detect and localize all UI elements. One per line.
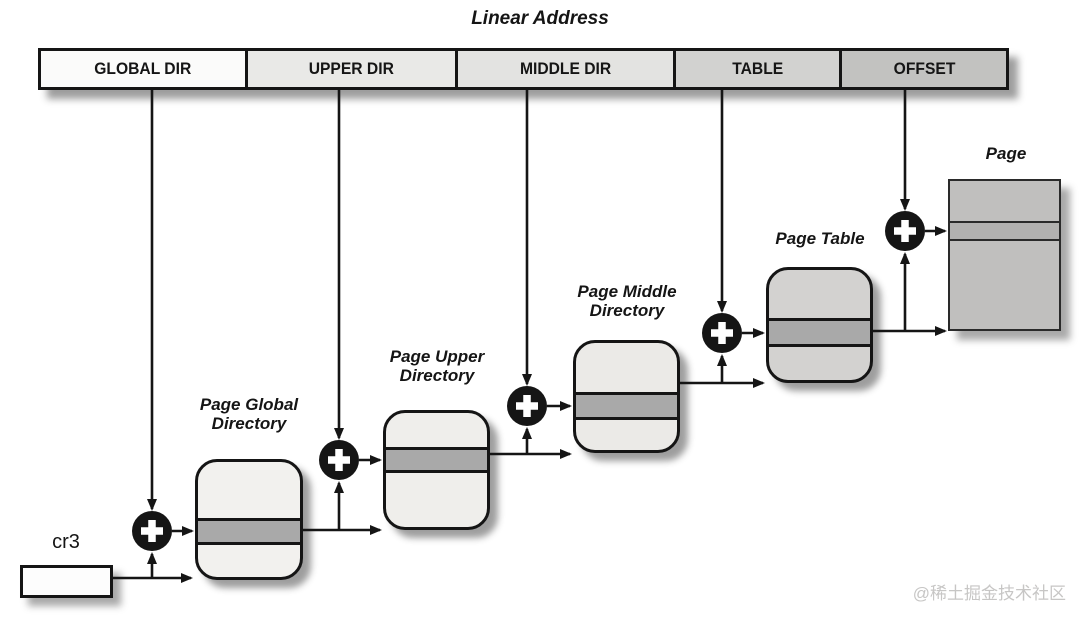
page-middle-directory-label: Page Middle Directory: [577, 282, 677, 320]
selected-entry-band: [386, 447, 487, 473]
cr3-label: cr3: [52, 531, 80, 553]
selected-entry-band: [198, 518, 300, 545]
bar-segment-offset: OFFSET: [839, 51, 1006, 87]
watermark-text: @稀土掘金技术社区: [912, 584, 1066, 603]
bar-segment-table: TABLE: [672, 51, 840, 87]
bar-segment-label: OFFSET: [893, 59, 955, 78]
cr3-register-box: [20, 565, 113, 598]
bar-segment-middle-dir: MIDDLE DIR: [454, 51, 673, 87]
page-table-label: Page Table: [775, 229, 865, 248]
page-middle-directory-box: [573, 340, 680, 453]
page-global-directory-label: Page Global Directory: [199, 395, 299, 433]
page-table-box: [766, 267, 873, 383]
selected-entry-band: [950, 221, 1059, 241]
bar-segment-upper-dir: UPPER DIR: [245, 51, 455, 87]
bar-segment-label: UPPER DIR: [308, 59, 395, 78]
diagram-title: Linear Address: [471, 8, 609, 29]
bar-segment-label: MIDDLE DIR: [519, 59, 611, 78]
bar-segment-label: GLOBAL DIR: [94, 59, 192, 78]
page-frame-box: [948, 179, 1061, 331]
page-label: Page: [985, 144, 1027, 163]
page-global-directory-box: [195, 459, 303, 580]
bar-segment-global-dir: GLOBAL DIR: [41, 51, 246, 87]
selected-entry-band: [769, 318, 870, 347]
page-upper-directory-box: [383, 410, 490, 530]
adder2-plus-icon: [319, 440, 359, 480]
linear-address-bar: GLOBAL DIR UPPER DIR MIDDLE DIR TABLE OF…: [38, 48, 1009, 90]
adder1-plus-icon: [132, 511, 172, 551]
adder3-plus-icon: [507, 386, 547, 426]
page-upper-directory-label: Page Upper Directory: [389, 347, 485, 385]
adder4-plus-icon: [702, 313, 742, 353]
selected-entry-band: [576, 392, 677, 420]
bar-segment-label: TABLE: [731, 59, 783, 78]
